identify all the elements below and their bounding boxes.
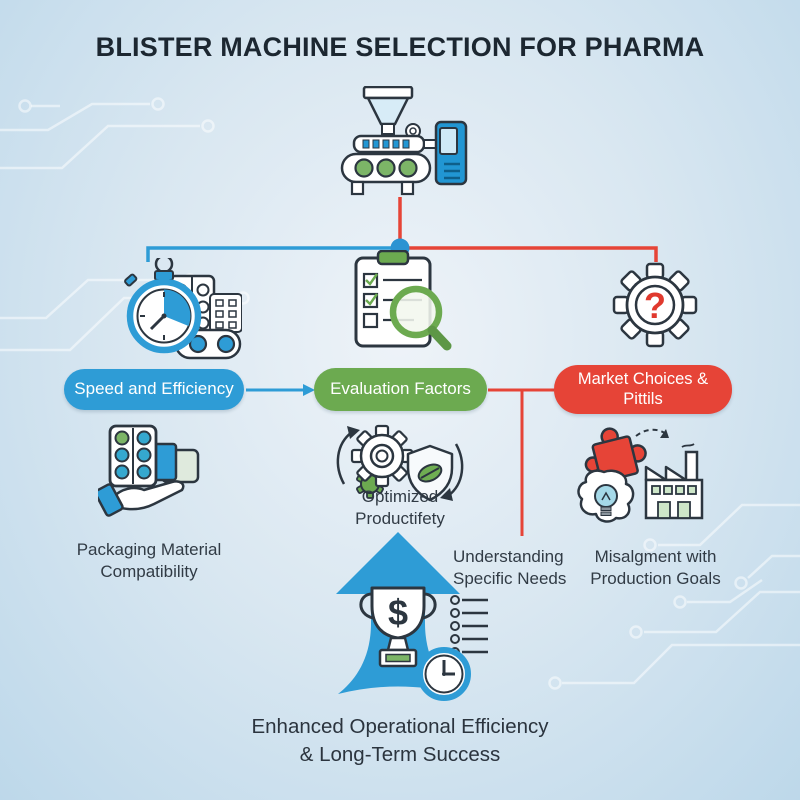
dollar-glyph: $ — [388, 592, 408, 633]
caption-misalignment: Misalgment with Production Goals — [590, 547, 721, 589]
blister-machine-icon — [340, 86, 468, 196]
question-mark-glyph: ? — [644, 285, 666, 326]
page-title: BLISTER MACHINE SELECTION FOR PHARMA — [95, 32, 705, 62]
branch-pill-evaluation: Evaluation Factors — [314, 368, 487, 411]
gear-question-icon: ? — [612, 262, 698, 348]
caption-understanding-needs: Understanding Specific Needs — [453, 547, 567, 589]
growth-arrow-trophy-clock-icon: $ — [336, 532, 488, 701]
gears-shield-cycle-icon — [336, 424, 464, 502]
branch-pill-speed: Speed and Efficiency — [64, 369, 244, 410]
puzzle-brain-factory-icon — [577, 427, 704, 523]
caption-packaging-material: Packaging Material Compatibility — [76, 540, 222, 582]
hand-blister-pack-icon — [98, 424, 200, 517]
branch-pill-market: Market Choices & Pittils — [554, 365, 732, 414]
caption-optimized-productivity: Optimized Productifety — [355, 487, 445, 529]
stopwatch-conveyor-icon — [124, 258, 242, 360]
checklist-magnifier-icon — [354, 250, 452, 351]
caption-outcome: Enhanced Operational Efficiency & Long-T… — [251, 715, 549, 766]
